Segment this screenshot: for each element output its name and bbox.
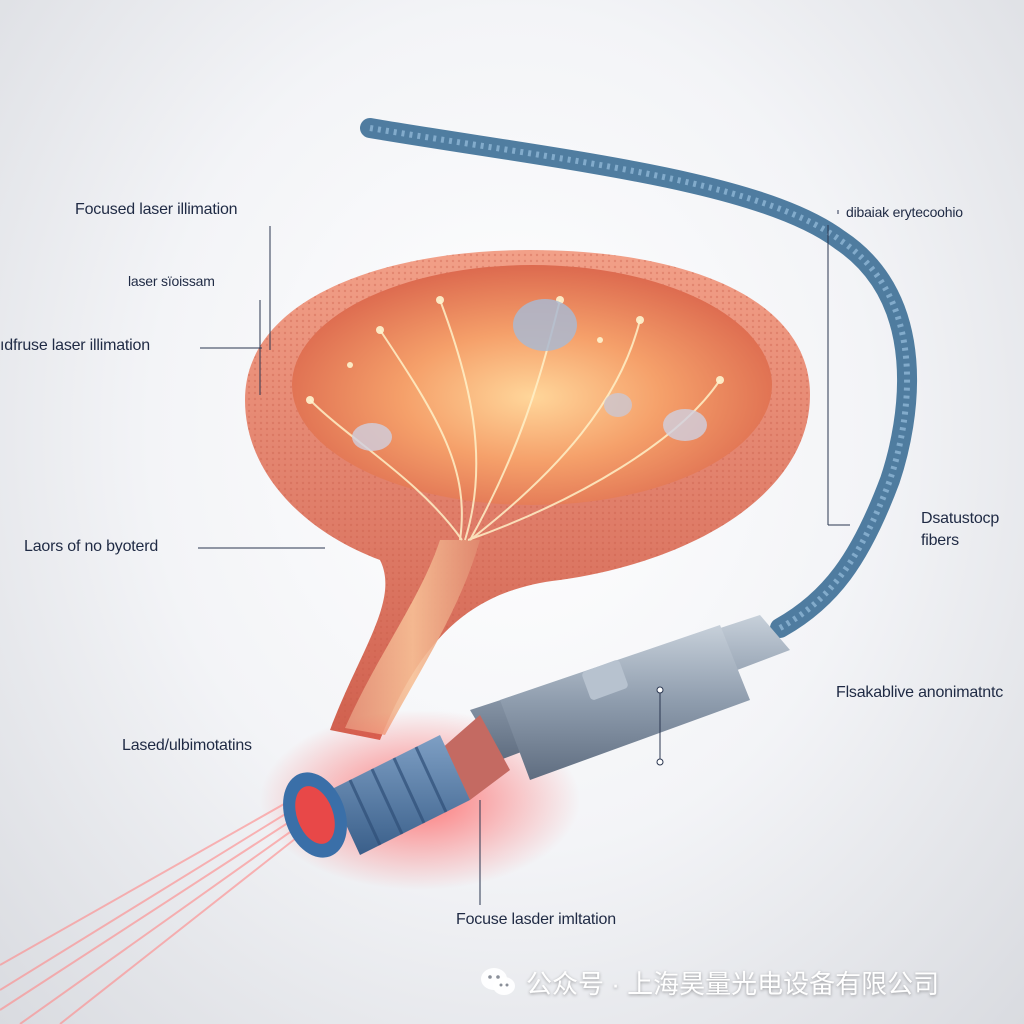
- diffuse-laser-illumination-label: ıdfruse laser illimation: [0, 337, 150, 354]
- watermark-text: 公众号 · 上海昊量光电设备有限公司: [526, 968, 940, 999]
- laser-ublimotations-label: Lased/ulbimotatins: [122, 737, 252, 754]
- focused-laser-illumination-label: Focused laser illimation: [75, 201, 238, 218]
- layers-label: Laors of no byoterd: [24, 538, 159, 555]
- fibers-label-line1: Dsatustocp: [921, 510, 1000, 527]
- fibers-label-line2: fibers: [921, 532, 959, 549]
- laser-probe: [283, 615, 790, 858]
- tissue-organ: [245, 250, 810, 740]
- flexible-label: Flsakablive anonimatntc: [836, 684, 1004, 701]
- wechat-icon: [481, 968, 515, 995]
- top-right-label: dibaiak erytecoohio: [846, 204, 963, 220]
- leader-lines: [198, 210, 850, 905]
- laser-scissors-label: laser sïoissam: [128, 273, 215, 289]
- watermark: 公众号 · 上海昊量光电设备有限公司: [478, 962, 939, 1002]
- fiber-cable: [360, 118, 918, 638]
- bottom-label: Focuse lasder imltation: [456, 911, 616, 928]
